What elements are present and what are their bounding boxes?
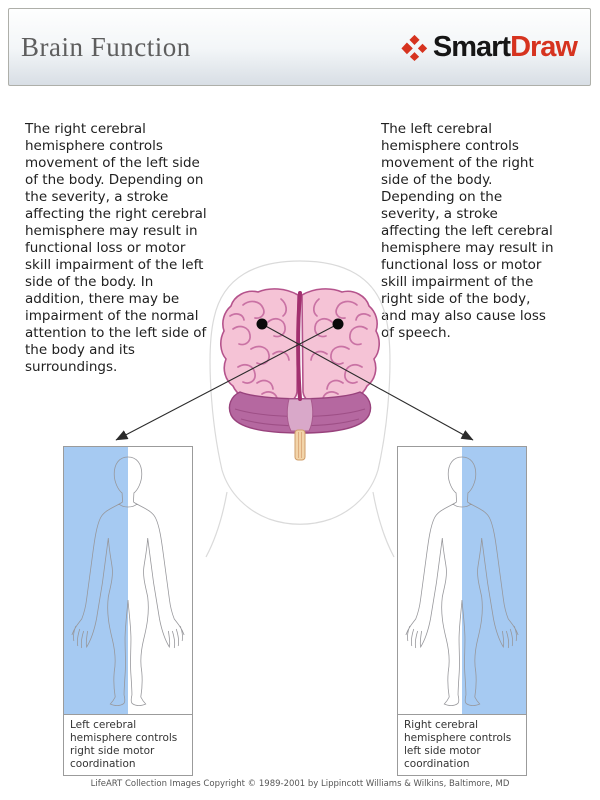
body-outline-right [405, 456, 519, 706]
right-figure-area [398, 447, 526, 714]
right-figure-highlight [462, 447, 526, 714]
neck-line-left [205, 491, 228, 558]
arrow-right-hemisphere-to-left-figure [115, 323, 339, 441]
smartdraw-wordmark: SmartDraw [432, 30, 578, 64]
vermis [286, 398, 314, 432]
left-hemisphere-dot [256, 318, 268, 330]
cerebellum [228, 391, 372, 434]
header-bar: Brain Function SmartDraw [8, 8, 591, 86]
arrow-left-hemisphere-to-right-figure [261, 323, 474, 441]
logo-text-draw: Draw [510, 30, 578, 63]
left-figure-highlight [64, 447, 128, 714]
right-figure-caption: Right cerebral hemisphere controls left … [398, 714, 526, 775]
body-outline-left [71, 456, 185, 706]
left-figure-caption: Left cerebral hemisphere controls right … [64, 714, 192, 775]
smartdraw-diamond-icon [401, 34, 428, 61]
longitudinal-fissure [296, 291, 302, 401]
gyri-lines [229, 298, 290, 399]
logo-text-smart: Smart [432, 30, 511, 63]
right-hemisphere-dot [332, 318, 344, 330]
brainstem [294, 429, 306, 461]
copyright-text: LifeART Collection Images Copyright © 19… [90, 779, 510, 789]
left-figure-box: Left cerebral hemisphere controls right … [63, 446, 193, 776]
left-hemisphere-description: The left cerebral hemisphere controls mo… [381, 121, 554, 341]
right-figure-box: Right cerebral hemisphere controls left … [397, 446, 527, 776]
smartdraw-logo: SmartDraw [401, 30, 578, 64]
neck-line-right [372, 491, 395, 558]
right-hemisphere [301, 288, 381, 407]
left-figure-area [64, 447, 192, 714]
page-title: Brain Function [21, 31, 191, 62]
right-hemisphere-description: The right cerebral hemisphere controls m… [25, 121, 207, 375]
head-outline [205, 260, 395, 558]
left-hemisphere [220, 288, 299, 406]
brain [220, 288, 381, 461]
